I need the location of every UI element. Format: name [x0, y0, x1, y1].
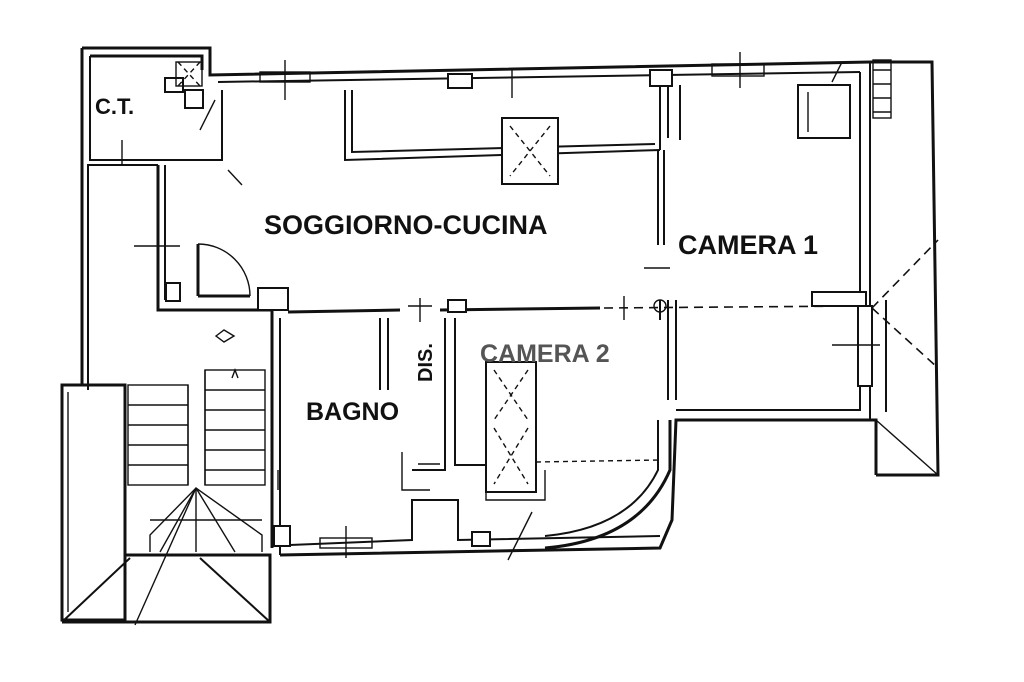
- camera-1-walls: [644, 84, 880, 387]
- mid-partition: [287, 296, 861, 400]
- camera-2-walls: [471, 361, 661, 561]
- room-label-bagno: BAGNO: [306, 398, 399, 426]
- staircase-block: [60, 164, 272, 626]
- room-label-soggiorno-cucina: SOGGIORNO-CUCINA: [264, 210, 548, 240]
- room-label-ct: C.T.: [95, 94, 134, 119]
- room-label-camera-1: CAMERA 1: [678, 230, 818, 260]
- top-windows: [259, 52, 892, 119]
- ct-details: [121, 61, 243, 186]
- terrace: [871, 239, 939, 476]
- bathroom-walls: [273, 298, 488, 558]
- curved-wall: [544, 420, 672, 550]
- hall-walls: [134, 165, 289, 555]
- room-label-disimpegno: DIS.: [415, 343, 437, 382]
- room-label-camera-2: CAMERA 2: [480, 340, 610, 368]
- kitchen-counter: [344, 69, 673, 185]
